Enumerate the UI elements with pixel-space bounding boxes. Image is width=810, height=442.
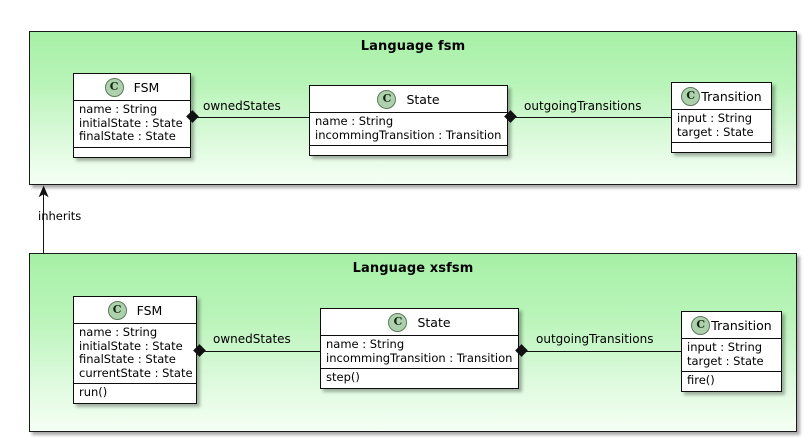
attribute: initialState : State	[79, 115, 183, 130]
class-xsfsm-Transition-operations: fire()	[682, 372, 781, 391]
class-xsfsm-Transition[interactable]: C Transition input : String target : Sta…	[681, 311, 782, 392]
class-fsm-Transition-operations	[672, 143, 771, 153]
attribute: finalState : State	[79, 352, 176, 367]
class-fsm-Transition-header: C Transition	[672, 83, 771, 110]
class-xsfsm-State[interactable]: C State name : String incommingTransitio…	[320, 308, 519, 389]
package-fsm-title: Language fsm	[360, 39, 466, 54]
class-fsm-FSM-operations	[74, 147, 190, 157]
class-xsfsm-FSM[interactable]: C FSM name : String initialState : State…	[73, 296, 197, 404]
attribute: input : String	[687, 340, 763, 354]
inherits-line	[43, 192, 44, 253]
class-fsm-State-attributes: name : String incommingTransition : Tran…	[310, 113, 507, 147]
class-fsm-FSM-header: C FSM	[74, 74, 190, 101]
class-fsm-FSM-name: FSM	[133, 79, 160, 95]
attribute: name : String	[326, 337, 405, 351]
class-icon: C	[388, 312, 408, 332]
operation: fire()	[687, 373, 715, 388]
operation: run()	[79, 385, 108, 400]
class-fsm-FSM-attributes: name : String initialState : State final…	[74, 101, 190, 148]
attribute: initialState : State	[79, 338, 183, 353]
attribute: input : String	[677, 111, 753, 125]
class-fsm-Transition-attributes: input : String target : State	[672, 110, 771, 144]
class-fsm-Transition-name: Transition	[701, 88, 762, 104]
attribute: name : String	[315, 114, 394, 128]
class-fsm-FSM[interactable]: C FSM name : String initialState : State…	[73, 73, 191, 158]
class-xsfsm-FSM-name: FSM	[136, 302, 163, 318]
association-xsfsm-ownedStates-line	[197, 351, 320, 352]
association-xsfsm-outgoingTransitions-line	[519, 351, 681, 352]
association-fsm-ownedStates-line	[191, 117, 309, 118]
inherits-arrowhead	[36, 183, 52, 202]
class-fsm-State-name: State	[406, 91, 440, 107]
class-xsfsm-Transition-attributes: input : String target : State	[682, 339, 781, 373]
class-icon: C	[681, 86, 701, 106]
class-icon: C	[377, 89, 397, 109]
class-xsfsm-FSM-attributes: name : String initialState : State final…	[74, 324, 196, 385]
operation: step()	[326, 370, 360, 385]
class-xsfsm-State-name: State	[417, 314, 451, 330]
class-icon: C	[691, 315, 711, 335]
attribute: target : State	[687, 353, 764, 368]
attribute: currentState : State	[79, 365, 193, 380]
class-xsfsm-FSM-operations: run()	[74, 384, 196, 403]
attribute: finalState : State	[79, 129, 176, 144]
class-fsm-State-header: C State	[310, 86, 507, 113]
class-icon: C	[107, 300, 127, 320]
attribute: incommingTransition : Transition	[315, 127, 502, 142]
inherits-label: inherits	[38, 209, 82, 223]
attribute: name : String	[79, 102, 158, 116]
class-xsfsm-State-operations: step()	[321, 369, 518, 388]
attribute: name : String	[79, 325, 158, 339]
class-xsfsm-Transition-name: Transition	[711, 317, 772, 333]
class-icon: C	[104, 77, 124, 97]
class-fsm-Transition[interactable]: C Transition input : String target : Sta…	[671, 82, 772, 154]
association-xsfsm-outgoingTransitions-label: outgoingTransitions	[536, 332, 654, 346]
class-fsm-State-operations	[310, 146, 507, 156]
class-xsfsm-Transition-header: C Transition	[682, 312, 781, 339]
association-fsm-outgoingTransitions-label: outgoingTransitions	[524, 99, 642, 113]
class-xsfsm-FSM-header: C FSM	[74, 297, 196, 324]
association-fsm-ownedStates-label: ownedStates	[203, 99, 281, 113]
attribute: incommingTransition : Transition	[326, 350, 513, 365]
class-fsm-State[interactable]: C State name : String incommingTransitio…	[309, 85, 508, 157]
attribute: target : State	[677, 124, 754, 139]
association-xsfsm-ownedStates-label: ownedStates	[213, 332, 291, 346]
package-xsfsm-title: Language xsfsm	[352, 261, 474, 276]
class-xsfsm-State-header: C State	[321, 309, 518, 336]
association-fsm-outgoingTransitions-line	[508, 117, 671, 118]
class-xsfsm-State-attributes: name : String incommingTransition : Tran…	[321, 336, 518, 370]
